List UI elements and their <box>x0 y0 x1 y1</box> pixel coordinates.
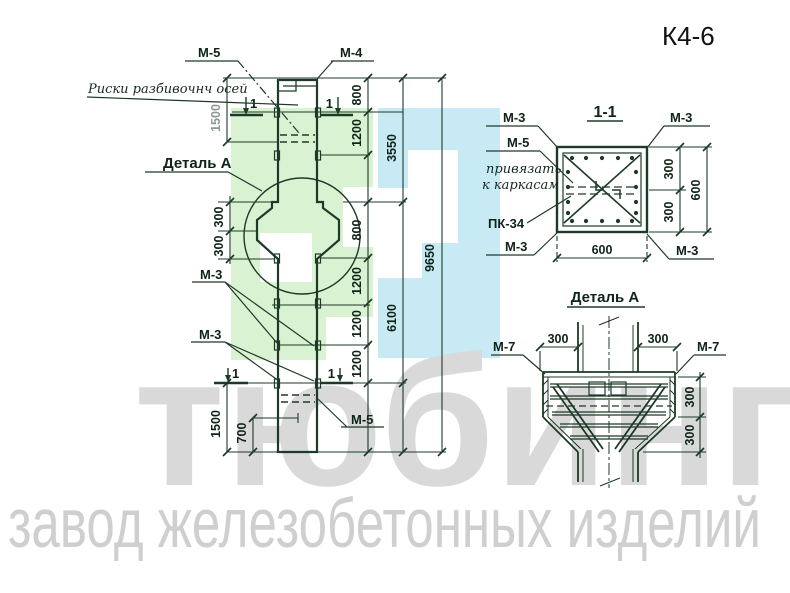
dim-300-b: 300 <box>662 202 676 223</box>
rebar-dots <box>565 155 639 224</box>
label-pk34: ПК-34 <box>488 216 525 231</box>
section-cut-marks: 1 1 1 1 <box>214 96 353 385</box>
label-m3-upper: М-3 <box>200 267 222 282</box>
axis-note: Риски разбивочнч осей <box>87 82 248 97</box>
leader-lines <box>86 60 384 428</box>
note-line1: привязать <box>486 162 562 177</box>
watermark-green-cutout <box>326 317 373 360</box>
dim-9650: 9650 <box>423 244 437 272</box>
detail-callout-circle <box>243 177 361 295</box>
section-center-dashes <box>566 186 638 195</box>
dim-chain-1200: 1200 <box>350 119 364 147</box>
dim-chain-1200: 1200 <box>350 310 364 338</box>
dimension-lines <box>218 77 446 453</box>
note-line2: к каркасам <box>482 178 559 193</box>
dim-chain-800: 800 <box>350 85 364 106</box>
section-1-1-view: 1-1 <box>482 104 714 263</box>
dim-300-upper: 300 <box>212 207 226 228</box>
detail-struts <box>552 383 666 453</box>
label-m3-br: М-3 <box>676 243 698 258</box>
column-top-plate <box>278 81 317 92</box>
detail-a-view: Деталь А <box>491 289 726 488</box>
section-title: 1-1 <box>593 104 616 121</box>
label-m3-tl: М-3 <box>503 110 525 125</box>
break-marks <box>598 316 621 487</box>
label-m3-bl: М-3 <box>505 239 527 254</box>
dim-1500-top: 1500 <box>209 104 223 132</box>
label-m3-lower: М-3 <box>199 327 221 342</box>
dim-chain-1200: 1200 <box>350 267 364 295</box>
dim-300-right-1: 300 <box>683 387 697 408</box>
watermark-cyan-cutout <box>378 188 422 278</box>
dim-300-top-left: 300 <box>548 332 569 346</box>
detail-title: Деталь А <box>571 289 640 306</box>
watermark-green-cutout <box>260 233 312 282</box>
elevation-view: 1 1 1 1 М-5 М-4 Риски разбивочнч осей Де… <box>86 45 447 457</box>
section-dim-ticks <box>552 142 712 263</box>
dim-chain-800: 800 <box>350 220 364 241</box>
dim-300-lower: 300 <box>212 236 226 257</box>
section-leaders <box>486 125 714 260</box>
section-stirrup <box>562 152 642 227</box>
dim-3550: 3550 <box>385 134 399 162</box>
watermark-subtitle-text: завод железобетонных изделий <box>8 484 761 562</box>
section-mark-label: 1 <box>328 366 335 381</box>
hidden-lines <box>280 134 315 403</box>
detail-leaders <box>491 354 726 375</box>
label-m5-top: М-5 <box>198 45 220 60</box>
dim-chain-1200: 1200 <box>350 350 364 378</box>
dim-700: 700 <box>235 423 249 444</box>
detail-dim-ticks <box>535 342 705 457</box>
label-m3-tr: М-3 <box>670 110 692 125</box>
sheet-title: К4-6 <box>662 21 715 51</box>
dim-6100: 6100 <box>385 304 399 332</box>
bar-hooks <box>595 181 621 199</box>
dim-600-bottom: 600 <box>592 243 613 257</box>
detail-dim-lines <box>539 346 706 458</box>
label-m5-bottom: М-5 <box>351 412 373 427</box>
dim-300-top-right: 300 <box>648 332 669 346</box>
label-m7-right: М-7 <box>697 339 719 354</box>
dim-600-right: 600 <box>689 180 703 201</box>
section-dim-lines <box>556 146 712 262</box>
label-m5-section: М-5 <box>507 135 529 150</box>
section-mark-label: 1 <box>232 366 239 381</box>
section-diagonals <box>563 154 641 224</box>
label-detail-a: Деталь А <box>163 155 232 172</box>
section-outer-square <box>555 145 649 234</box>
detail-inner-lines <box>542 325 676 482</box>
dim-300-right-2: 300 <box>683 425 697 446</box>
column-outline <box>255 78 341 454</box>
watermark-brand-text: тюбинг <box>134 319 790 525</box>
dim-300-a: 300 <box>662 159 676 180</box>
section-mark-label: 1 <box>326 96 333 111</box>
dimension-ticks <box>222 73 447 457</box>
label-m4: М-4 <box>340 45 363 60</box>
label-m7-left: М-7 <box>493 339 515 354</box>
dim-1500-bottom: 1500 <box>209 410 223 438</box>
